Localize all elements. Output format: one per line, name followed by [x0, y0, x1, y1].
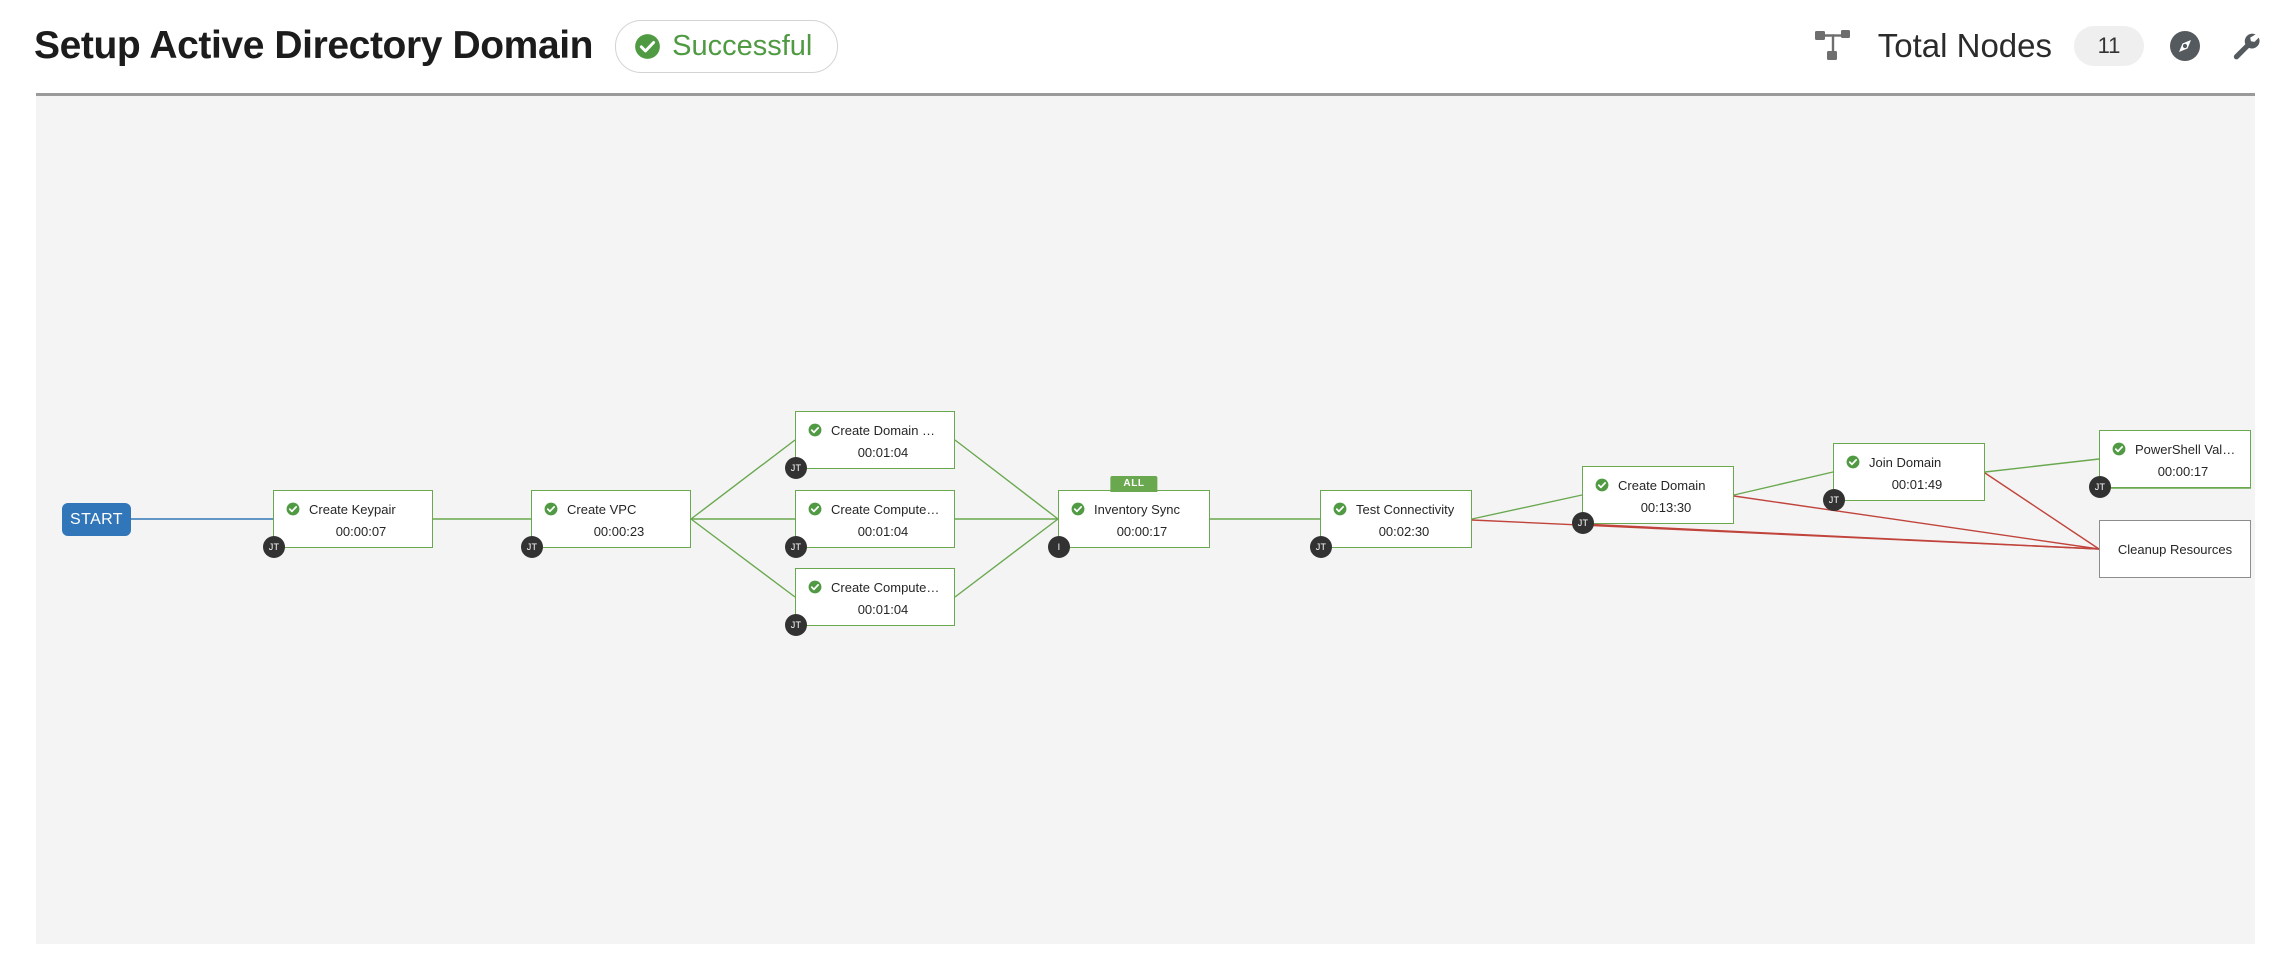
status-badge: Successful [615, 19, 839, 73]
header-right-group: Total Nodes 11 [1814, 0, 2264, 92]
node-elapsed: 00:01:04 [857, 444, 909, 460]
node-credential-badge[interactable]: JT [1310, 536, 1332, 558]
node-title-row: Create Computer (1) [796, 502, 954, 517]
node-credential-badge[interactable]: JT [263, 536, 285, 558]
node-elapsed: 00:13:30 [1640, 499, 1692, 515]
app-header: Setup Active Directory Domain Successful… [0, 0, 2290, 96]
node-title: Create Keypair [309, 501, 396, 517]
check-circle-icon [1071, 502, 1085, 516]
node-credential-badge[interactable]: I [1048, 536, 1070, 558]
node-title: Create Computer (2) [831, 579, 942, 595]
node-title: PowerShell Validation [2135, 441, 2238, 457]
check-circle-icon [544, 502, 558, 516]
node-title-row: Create Domain [1583, 478, 1733, 493]
node-elapsed: 00:00:23 [593, 523, 645, 539]
edge-join-domain-to-cleanup-resources [1984, 472, 2100, 550]
compass-icon[interactable] [2166, 27, 2204, 65]
check-circle-icon [286, 502, 300, 516]
node-title: Inventory Sync [1094, 501, 1180, 517]
node-title: Create Domain Contr... [831, 422, 942, 438]
node-title-row: Cleanup Resources [2100, 542, 2250, 557]
node-elapsed: 00:01:49 [1891, 476, 1943, 492]
edge-test-connectivity-to-create-domain [1471, 494, 1583, 520]
node-elapsed: 00:02:30 [1378, 523, 1430, 539]
node-title: Create VPC [567, 501, 637, 517]
node-title: Join Domain [1869, 454, 1942, 470]
status-badge-label: Successful [672, 29, 813, 62]
node-credential-badge[interactable]: JT [521, 536, 543, 558]
node-title-row: Join Domain [1834, 455, 1984, 470]
header-left-group: Setup Active Directory Domain Successful [34, 0, 839, 92]
edge-create-computer-2-to-inventory-sync [954, 518, 1059, 598]
edge-create-vpc-to-create-domain-controller [690, 439, 796, 520]
node-credential-badge[interactable]: JT [1823, 489, 1845, 511]
node-title-row: Test Connectivity [1321, 502, 1471, 517]
node-elapsed: 00:00:07 [335, 523, 387, 539]
check-circle-icon [635, 33, 660, 59]
check-circle-icon [808, 502, 822, 516]
start-node[interactable]: START [62, 503, 131, 536]
total-nodes-count: 11 [2074, 26, 2144, 66]
node-credential-badge[interactable]: JT [785, 614, 807, 636]
start-node-label: START [70, 510, 123, 528]
check-circle-icon [808, 423, 822, 437]
edge-create-domain-controller-to-inventory-sync [954, 439, 1059, 520]
edge-create-domain-to-join-domain [1733, 471, 1834, 496]
node-credential-badge[interactable]: JT [2089, 476, 2111, 498]
page-title: Setup Active Directory Domain [34, 24, 594, 67]
edge-join-domain-to-powershell-validation [1984, 458, 2100, 473]
node-title-row: Create Computer (2) [796, 580, 954, 595]
check-circle-icon [1595, 478, 1609, 492]
node-title: Create Domain [1618, 477, 1706, 493]
node-title: Cleanup Resources [2117, 541, 2233, 557]
check-circle-icon [808, 580, 822, 594]
node-credential-badge[interactable]: JT [785, 457, 807, 479]
wrench-icon[interactable] [2226, 27, 2264, 65]
sitemap-icon[interactable] [1814, 29, 1856, 63]
edge-create-domain-failure-path [1581, 523, 2100, 550]
total-nodes-label: Total Nodes [1877, 27, 2052, 64]
node-elapsed: 00:00:17 [2157, 463, 2209, 479]
node-title-row: PowerShell Validation [2100, 442, 2250, 457]
check-circle-icon [1846, 455, 1860, 469]
node-credential-badge[interactable]: JT [1572, 512, 1594, 534]
node-elapsed: 00:01:04 [857, 601, 909, 617]
edge-create-vpc-to-create-computer-2 [690, 518, 796, 598]
node-title-row: Inventory Sync [1059, 502, 1209, 517]
node-elapsed: 00:00:17 [1116, 523, 1168, 539]
header-divider [36, 93, 2255, 96]
node-title-row: Create Domain Contr... [796, 423, 954, 438]
node-credential-badge[interactable]: JT [785, 536, 807, 558]
node-title-row: Create Keypair [274, 502, 432, 517]
node-title-row: Create VPC [532, 502, 690, 517]
node-title: Create Computer (1) [831, 501, 942, 517]
node-title: Test Connectivity [1356, 501, 1455, 517]
edge-create-domain-to-cleanup-resources [1733, 495, 2100, 550]
node-elapsed: 00:01:04 [857, 523, 909, 539]
workflow-node-cleanup-resources[interactable]: Cleanup Resources [2099, 520, 2251, 578]
check-circle-icon [1333, 502, 1347, 516]
check-circle-icon [2112, 442, 2126, 456]
node-convergence-badge: ALL [1110, 476, 1158, 492]
